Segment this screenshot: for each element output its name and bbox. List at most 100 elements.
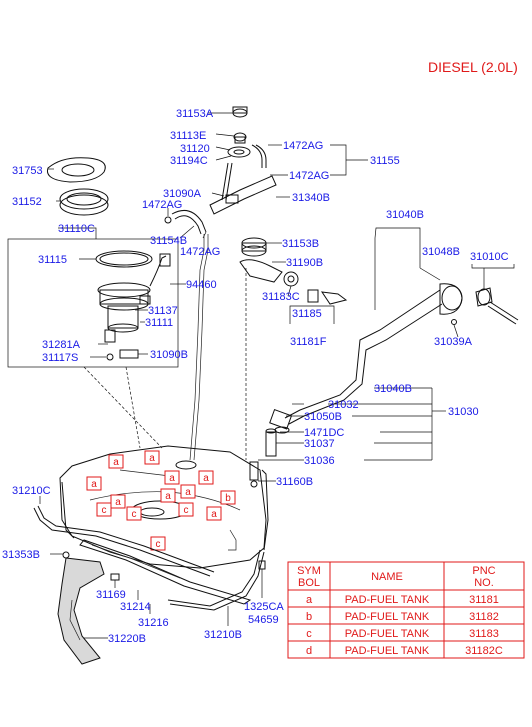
- lock-ring-31152-part: [59, 188, 109, 216]
- pad-marker-letter: c: [156, 539, 161, 550]
- label-31155: 31155: [370, 155, 400, 167]
- label-31220b: 31220B: [108, 633, 146, 645]
- pad-marker-letter: a: [211, 509, 217, 520]
- table-header-sym: SYM: [297, 565, 321, 577]
- pad-marker-a: a: [144, 450, 160, 465]
- strap-31210c-part: [33, 507, 211, 577]
- label-31340b: 31340B: [292, 192, 330, 204]
- label-1325ca: 1325CA: [244, 601, 284, 613]
- pad-marker-letter: c: [132, 509, 137, 520]
- label-31040b-top: 31040B: [386, 209, 424, 221]
- table-row-sym: c: [306, 628, 312, 640]
- table-row-sym: a: [306, 594, 313, 606]
- table-row-name: PAD-FUEL TANK: [345, 628, 430, 640]
- label-31050b: 31050B: [304, 411, 342, 423]
- protector-31220b-part: [57, 557, 105, 665]
- label-31190b: 31190B: [286, 257, 323, 269]
- label-1471dc: 1471DC: [304, 427, 344, 439]
- label-1472ag-hose: 1472AG: [180, 246, 220, 258]
- cap-31153b-part: [241, 237, 267, 257]
- label-31117s: 31117S: [42, 352, 78, 364]
- pad-marker-letter: b: [225, 493, 231, 504]
- label-31036: 31036: [304, 455, 335, 467]
- pad-marker-letter: a: [149, 453, 155, 464]
- gasket-31753-part: [46, 157, 106, 183]
- table-row-pnc: 31182: [469, 611, 499, 623]
- label-31210b: 31210B: [204, 629, 242, 641]
- label-31181f: 31181F: [290, 336, 327, 348]
- table-row-name: PAD-FUEL TANK: [345, 611, 430, 623]
- label-31210c: 31210C: [12, 485, 51, 497]
- cap-31153a-part: [232, 106, 248, 118]
- table-row-sym: b: [306, 611, 312, 623]
- label-31194c: 31194C: [170, 155, 208, 167]
- label-1472ag-lower: 1472AG: [289, 170, 329, 182]
- label-31137: 31137: [148, 305, 178, 317]
- label-31152: 31152: [12, 196, 42, 208]
- pad-marker-a: a: [110, 494, 126, 509]
- table-row-name: PAD-FUEL TANK: [345, 594, 430, 606]
- pad-marker-a: a: [180, 484, 196, 499]
- pad-marker-a: a: [198, 470, 214, 485]
- pad-marker-letter: c: [102, 505, 107, 516]
- label-31153b: 31153B: [282, 238, 319, 250]
- table-row-sym: d: [306, 645, 312, 657]
- pad-marker-c: c: [178, 502, 194, 517]
- table-header-name: NAME: [371, 571, 403, 583]
- label-31216: 31216: [138, 617, 169, 629]
- label-31030: 31030: [448, 406, 479, 418]
- label-1472ag-upper: 1472AG: [283, 140, 323, 152]
- pad-marker-c: c: [150, 536, 166, 551]
- label-31110c: 31110C: [58, 223, 95, 235]
- label-31048b: 31048B: [422, 246, 460, 258]
- label-31753: 31753: [12, 165, 43, 177]
- pad-marker-c: c: [126, 506, 142, 521]
- engine-variant-heading: DIESEL (2.0L): [428, 59, 518, 75]
- pad-marker-a: a: [108, 454, 124, 469]
- label-31154b: 31154B: [150, 235, 187, 247]
- label-31160b: 31160B: [276, 476, 313, 488]
- pad-marker-c: c: [96, 502, 112, 517]
- label-31183c: 31183C: [262, 291, 300, 303]
- label-31090a: 31090A: [163, 188, 202, 200]
- pad-marker-letter: a: [91, 479, 97, 490]
- label-31032: 31032: [328, 399, 359, 411]
- pad-marker-letter: c: [184, 505, 189, 516]
- label-31353b: 31353B: [2, 549, 40, 561]
- label-31111: 31111: [145, 317, 173, 329]
- pad-marker-a: a: [160, 488, 176, 503]
- label-31120: 31120: [180, 143, 210, 155]
- pad-marker-letter: a: [165, 491, 171, 502]
- filler-hose-31036-part: [249, 408, 293, 488]
- label-31185: 31185: [292, 308, 322, 320]
- label-1472ag-left: 1472AG: [142, 199, 182, 211]
- pump-assembly-box: [7, 238, 179, 368]
- grommet-31183c-part: [283, 271, 299, 287]
- label-31040b-mid: 31040B: [374, 383, 412, 395]
- pad-marker-letter: a: [203, 473, 209, 484]
- label-31281a: 31281A: [42, 339, 81, 351]
- table-header-bol: BOL: [298, 577, 320, 589]
- label-94460: 94460: [186, 279, 217, 291]
- valve-31113e-part: [227, 132, 251, 158]
- label-31010c: 31010C: [470, 251, 509, 263]
- pad-marker-letter: a: [115, 497, 121, 508]
- table-header-pnc: PNC: [472, 565, 495, 577]
- label-31214: 31214: [120, 601, 151, 613]
- pad-marker-b: b: [220, 490, 236, 505]
- pad-marker-a: a: [164, 470, 180, 485]
- table-row-name: PAD-FUEL TANK: [345, 645, 430, 657]
- label-54659: 54659: [248, 614, 279, 626]
- pad-legend-table: SYM BOL NAME PNC NO. a PAD-FUEL TANK 311…: [287, 561, 525, 659]
- pad-marker-a: a: [86, 476, 102, 491]
- label-31037: 31037: [304, 438, 335, 450]
- label-31113e: 31113E: [170, 130, 206, 142]
- fuel-pump-module-part: [97, 253, 171, 343]
- label-31153a: 31153A: [176, 108, 214, 120]
- pad-marker-letter: a: [185, 487, 191, 498]
- table-header-no: NO.: [474, 577, 494, 589]
- pad-marker-a: a: [206, 506, 222, 521]
- pad-marker-letter: a: [169, 473, 175, 484]
